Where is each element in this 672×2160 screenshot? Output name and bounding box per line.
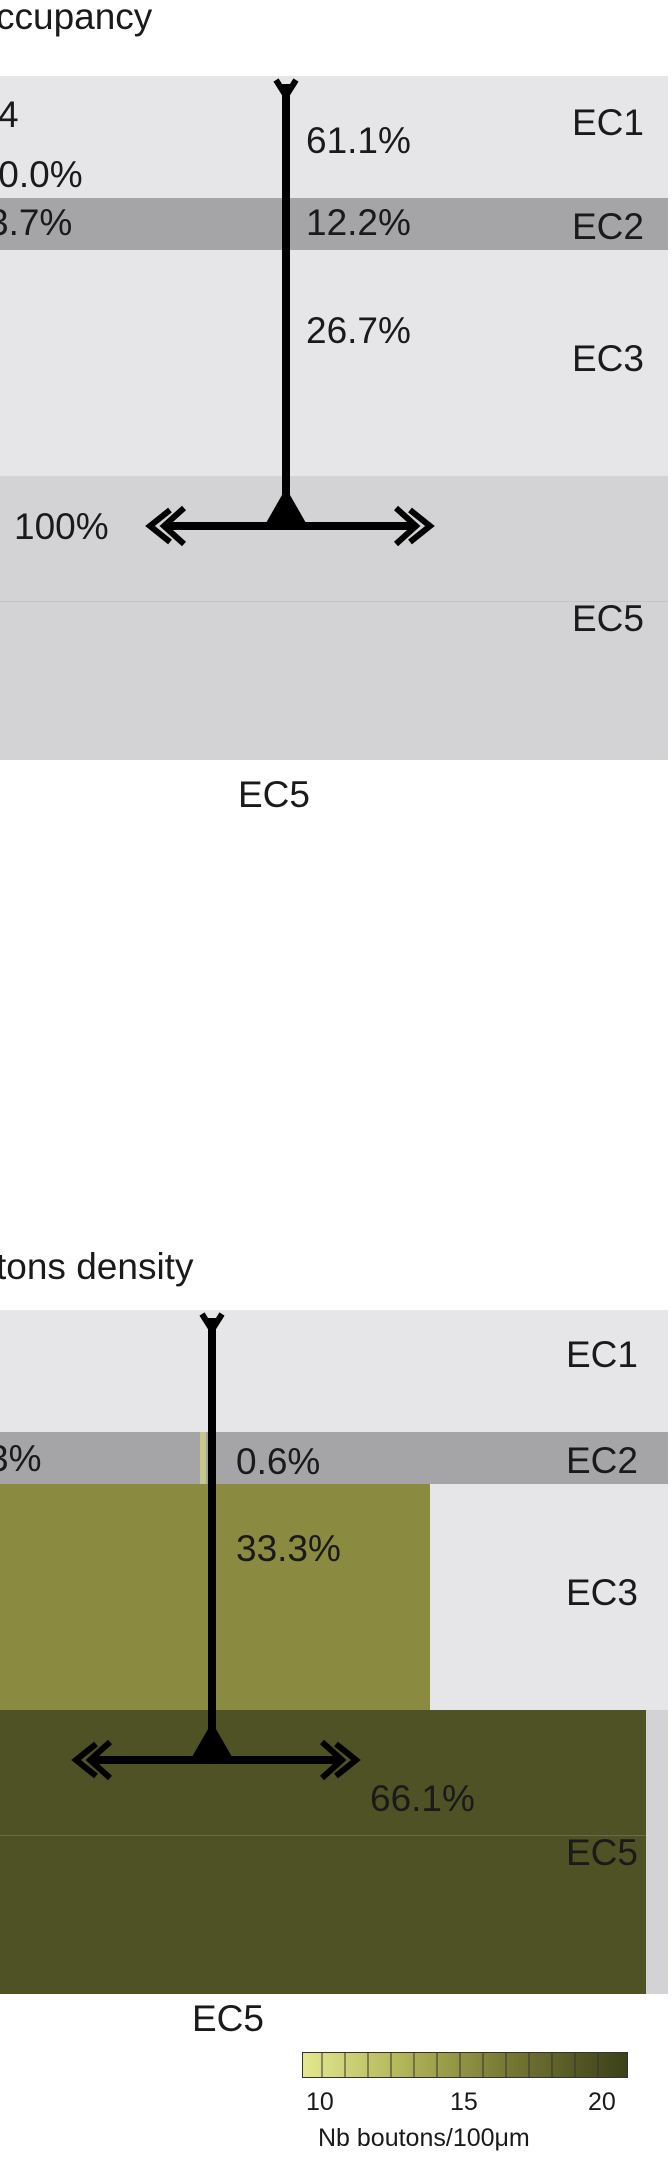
- top-band-ec1: [0, 76, 668, 198]
- bottom-band-ec5-divider: [0, 1835, 646, 1836]
- bottom-neuron-icon: [71, 1312, 361, 1781]
- bottom-layer-label-ec2: EC2: [566, 1440, 638, 1481]
- colorbar-tick-20: 20: [588, 2088, 616, 2116]
- bottom-left-value-2: 3%: [0, 1438, 42, 1479]
- top-layer-label-ec2: EC2: [572, 206, 644, 247]
- bottom-layer-label-ec5: EC5: [566, 1832, 638, 1873]
- top-layer-label-ec3: EC3: [572, 338, 644, 379]
- bottom-layer-label-ec1: EC1: [566, 1334, 638, 1375]
- colorbar-label: Nb boutons/100μm: [318, 2124, 530, 2152]
- bottom-x-label: EC5: [192, 1998, 264, 2039]
- bottom-band-ec2: [0, 1432, 668, 1484]
- bottom-right-value-ec5: 66.1%: [370, 1778, 475, 1819]
- top-band-ec2: [0, 198, 668, 250]
- bottom-band-ec1: [0, 1310, 668, 1432]
- top-band-ec3: [0, 250, 668, 476]
- top-right-value-ec1: 61.1%: [306, 120, 411, 161]
- top-neuron-diagram: [145, 78, 435, 547]
- colorbar-tick-10: 10: [306, 2088, 334, 2116]
- top-right-value-ec2: 12.2%: [306, 202, 411, 243]
- top-x-label: EC5: [238, 774, 310, 815]
- bottom-band-ec2-bouton-fill: [200, 1432, 206, 1484]
- bottom-layer-label-ec3: EC3: [566, 1572, 638, 1613]
- top-layer-label-ec5: EC5: [572, 598, 644, 639]
- top-layer-label-ec1: EC1: [572, 102, 644, 143]
- top-left-value-5: 100%: [14, 506, 109, 547]
- top-neuron-icon: [145, 78, 435, 547]
- top-panel-title: ccupancy: [0, 0, 153, 37]
- top-band-ec5-divider: [0, 601, 668, 602]
- colorbar-gradient: [302, 2052, 628, 2078]
- colorbar-tick-15: 15: [450, 2088, 478, 2116]
- top-left-value-1: 4: [0, 94, 19, 135]
- bottom-panel-title: tons density: [0, 1246, 194, 1287]
- top-left-value-3: 3.7%: [0, 202, 73, 243]
- bottom-right-value-ec2: 0.6%: [236, 1441, 321, 1482]
- bottom-right-value-ec3: 33.3%: [236, 1528, 341, 1569]
- top-right-value-ec3: 26.7%: [306, 310, 411, 351]
- top-left-value-2: .0.0%: [0, 154, 83, 195]
